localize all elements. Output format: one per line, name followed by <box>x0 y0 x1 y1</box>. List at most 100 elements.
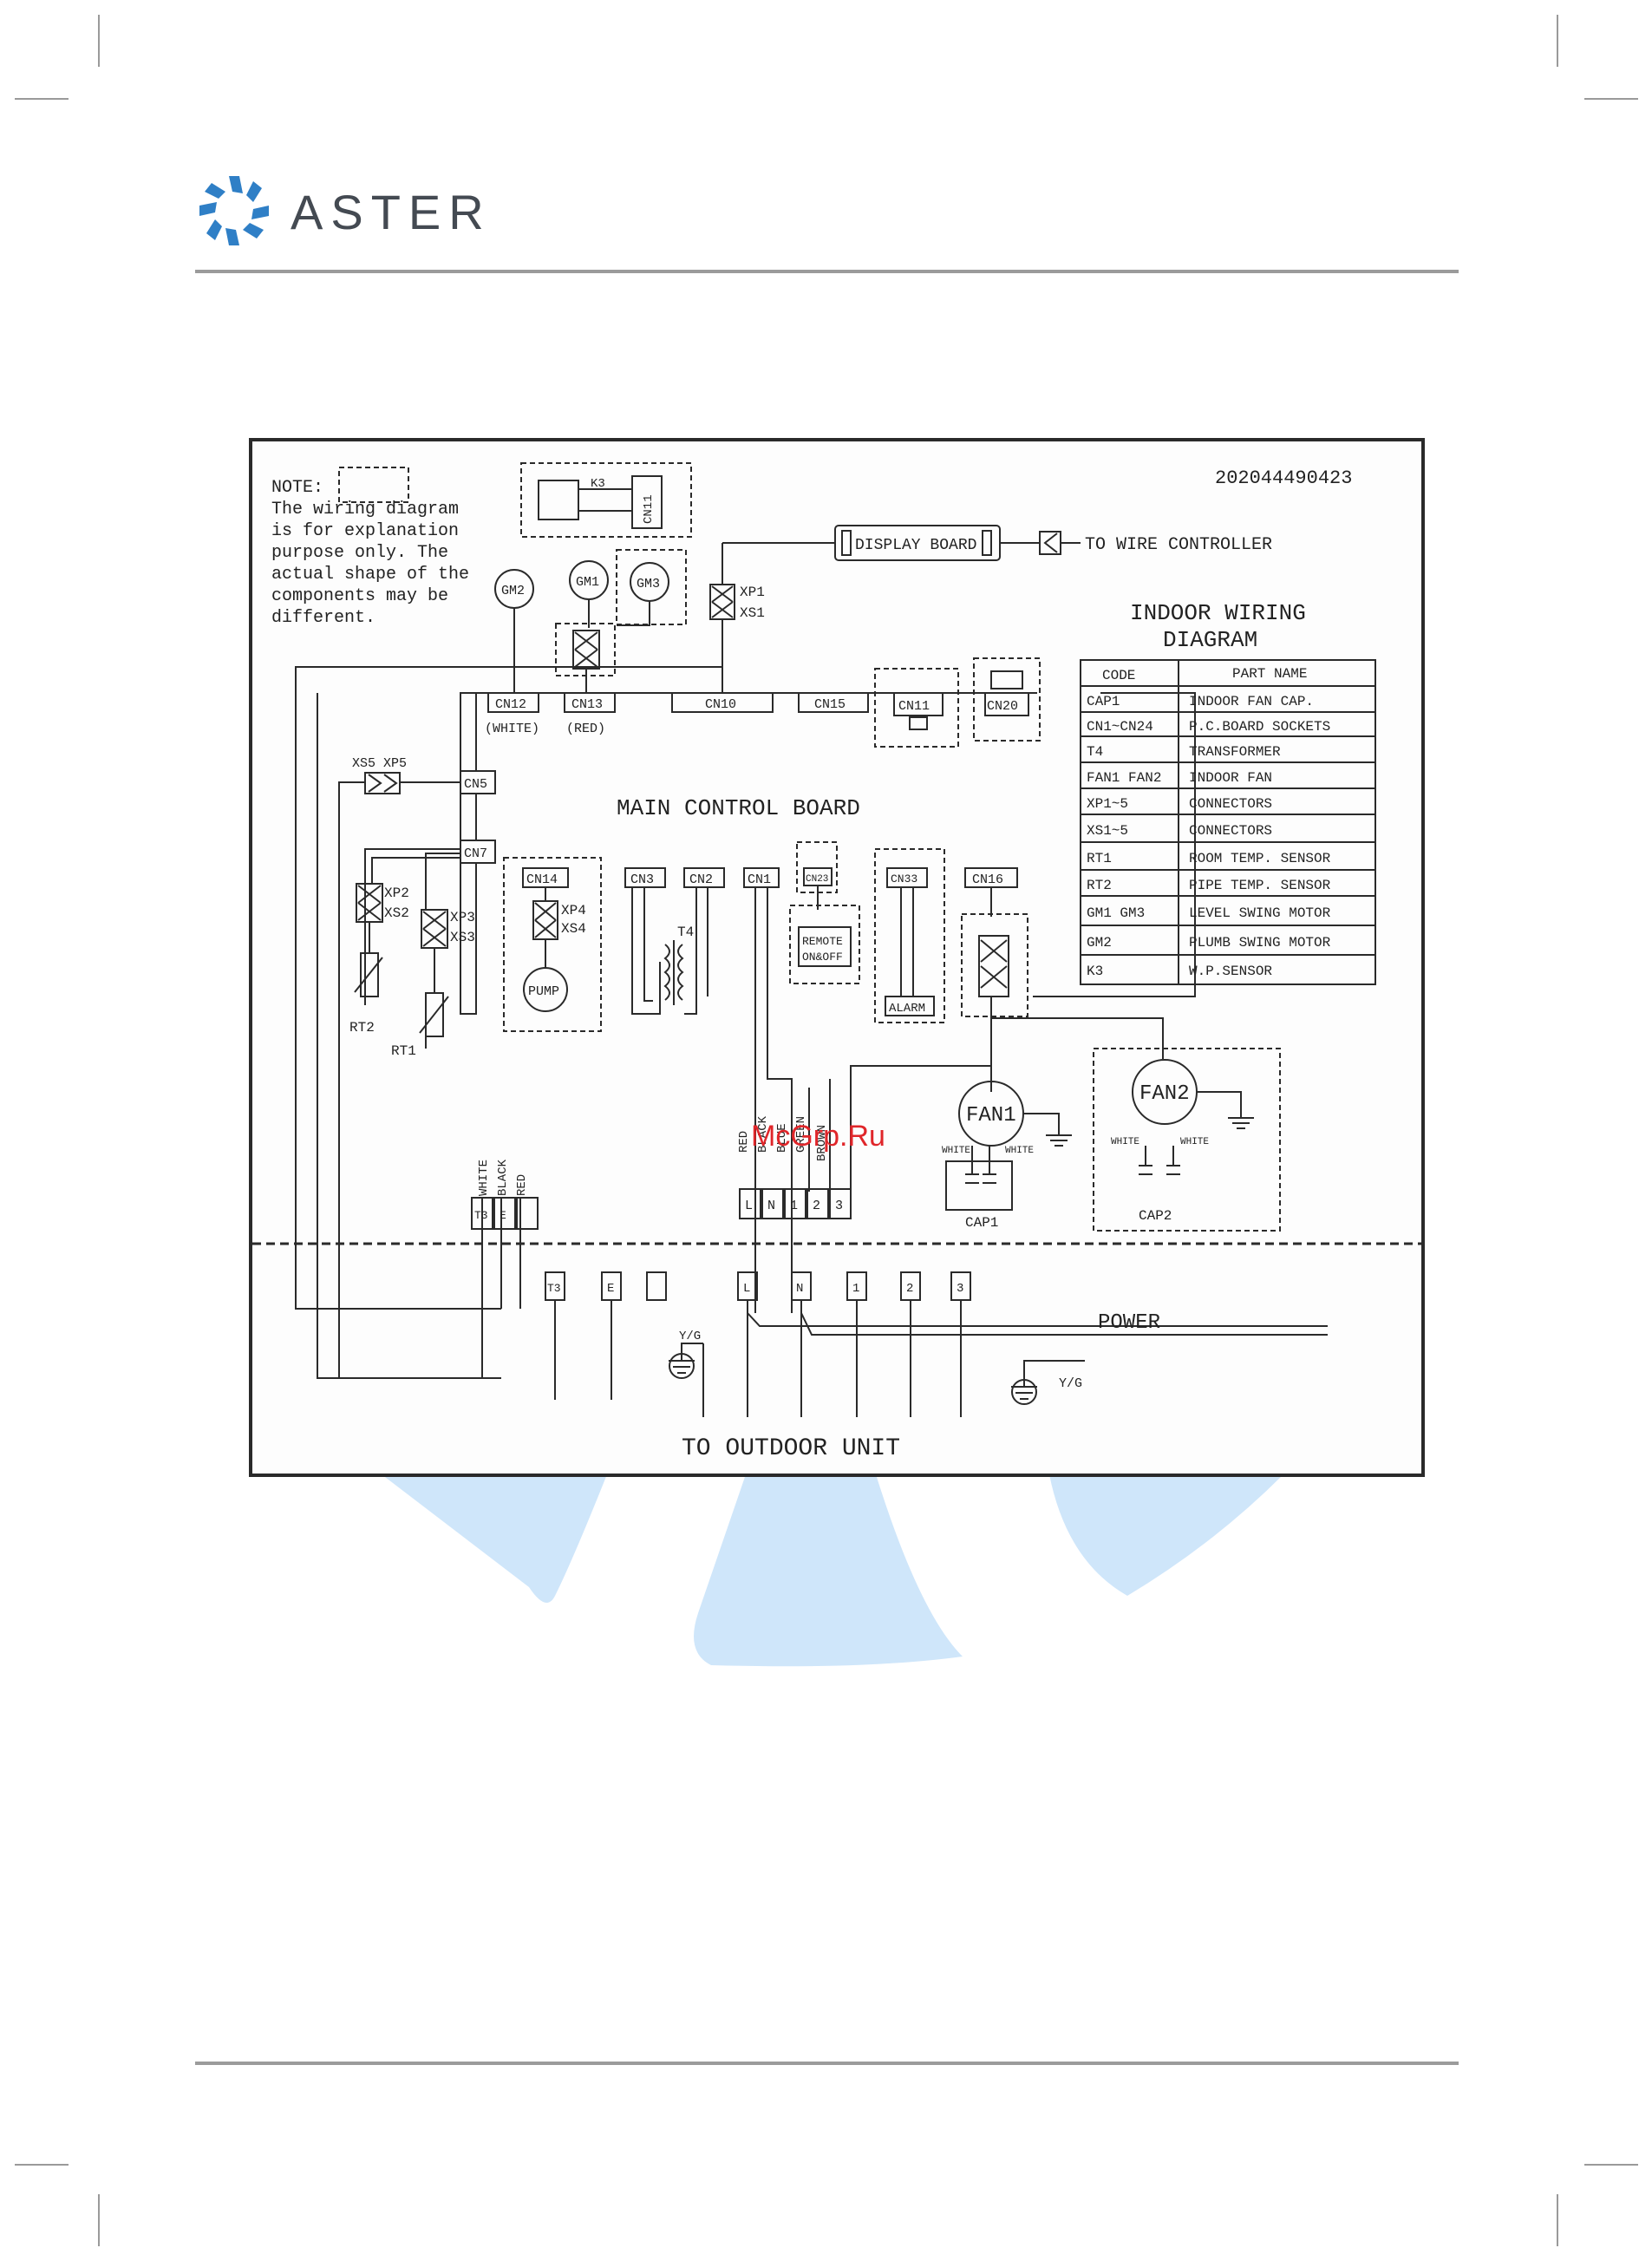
cn10-label: CN10 <box>705 697 736 712</box>
term-right: 3 <box>835 1199 843 1213</box>
wire-label-right: BROWN <box>815 1125 829 1161</box>
wire-label-left: RED <box>515 1174 529 1196</box>
note-block: NOTE: The wiring diagram is for explanat… <box>271 478 469 628</box>
xp3-label: XP3 <box>450 910 475 925</box>
table-cell-code: XP1~5 <box>1087 796 1128 812</box>
note-line: components may be <box>271 586 448 606</box>
fan2-white-left: WHITE <box>1111 1137 1139 1147</box>
term-left: E <box>500 1209 506 1222</box>
remote-label-1: REMOTE <box>802 935 843 948</box>
wire-label-right: RED <box>737 1131 751 1153</box>
table-cell-code: FAN1 FAN2 <box>1087 770 1161 786</box>
table-cell-part: INDOOR FAN CAP. <box>1189 694 1314 709</box>
note-line: purpose only. The <box>271 543 448 563</box>
parts-table: CODE PART NAME CAP1 INDOOR FAN CAP. CN1~… <box>1080 659 1376 985</box>
table-cell-part: INDOOR FAN <box>1189 770 1272 786</box>
xs2-label: XS2 <box>384 905 409 921</box>
cn23-label: CN23 <box>806 874 828 885</box>
note-line: The wiring diagram <box>271 500 459 520</box>
cn5-label: CN5 <box>464 777 487 792</box>
table-header-part: PART NAME <box>1232 666 1307 682</box>
cn11-top-label: CN11 <box>642 494 656 524</box>
header-rule <box>195 270 1459 273</box>
fan1-white-left: WHITE <box>942 1146 970 1156</box>
aster-logo-icon <box>199 176 269 245</box>
wire-label-left: WHITE <box>477 1160 491 1196</box>
table-cell-code: CAP1 <box>1087 694 1120 709</box>
cn20-label: CN20 <box>987 699 1018 714</box>
table-cell-code: RT1 <box>1087 851 1112 866</box>
cn7-label: CN7 <box>464 846 487 861</box>
note-line: actual shape of the <box>271 565 469 585</box>
white-paren-label: (WHITE) <box>485 722 539 736</box>
crop-mark <box>1584 98 1638 100</box>
table-cell-code: T4 <box>1087 744 1103 760</box>
xs5xp5-label: XS5 XP5 <box>352 756 407 771</box>
cn1-label: CN1 <box>748 872 771 887</box>
main-control-board-label: MAIN CONTROL BOARD <box>617 795 860 821</box>
k3-label: K3 <box>591 477 605 491</box>
fan1-white-right: WHITE <box>1005 1146 1034 1156</box>
crop-mark <box>15 2164 69 2166</box>
table-cell-code: K3 <box>1087 964 1103 979</box>
crop-mark <box>98 2194 100 2246</box>
note-line: different. <box>271 608 375 628</box>
red-paren-label: (RED) <box>566 722 605 736</box>
term-bottom: 3 <box>957 1282 963 1296</box>
alarm-label: ALARM <box>889 1002 925 1016</box>
cn15-label: CN15 <box>814 697 846 712</box>
crop-mark <box>98 15 100 67</box>
crop-mark <box>15 98 69 100</box>
xs1-label: XS1 <box>740 605 765 621</box>
cn3-label: CN3 <box>630 872 654 887</box>
to-outdoor-unit: TO OUTDOOR UNIT <box>682 1435 900 1462</box>
wiring-diagram: 202044490423 NOTE: The wiring diagram is… <box>249 438 1425 1477</box>
term-bottom: T3 <box>547 1282 561 1295</box>
crop-mark <box>1557 15 1558 67</box>
cn14-label: CN14 <box>526 872 558 887</box>
diagram-title-2: DIAGRAM <box>1163 627 1257 653</box>
cn2-label: CN2 <box>689 872 713 887</box>
table-cell-part: P.C.BOARD SOCKETS <box>1189 719 1330 735</box>
remote-label-2: ON&OFF <box>802 951 843 964</box>
gm2-label: GM2 <box>501 584 525 598</box>
term-bottom: 1 <box>852 1282 859 1296</box>
cn13-label: CN13 <box>571 697 603 712</box>
cn16-label: CN16 <box>972 872 1003 887</box>
term-bottom: L <box>743 1282 750 1296</box>
table-cell-part: W.P.SENSOR <box>1189 964 1272 979</box>
term-right: 1 <box>790 1199 798 1213</box>
xs4-label: XS4 <box>561 921 586 937</box>
cap1-label: CAP1 <box>965 1215 998 1231</box>
table-cell-part: TRANSFORMER <box>1189 744 1281 760</box>
gm3-label: GM3 <box>637 577 660 591</box>
crop-mark <box>1584 2164 1638 2166</box>
rt2-label: RT2 <box>349 1020 375 1036</box>
brand-name: ASTER <box>291 185 492 239</box>
term-right: N <box>767 1199 775 1213</box>
rt1-label: RT1 <box>391 1043 416 1059</box>
doc-number: 202044490423 <box>1215 467 1352 489</box>
display-board-label: DISPLAY BOARD <box>855 537 976 554</box>
yg-label-2: Y/G <box>1059 1376 1082 1391</box>
xp4-label: XP4 <box>561 903 586 918</box>
term-right: 2 <box>813 1199 820 1213</box>
wire-label-right: BLUE <box>775 1123 789 1153</box>
wire-label-left: BLACK <box>496 1159 510 1196</box>
cn11-label: CN11 <box>898 699 930 714</box>
note-title: NOTE: <box>271 478 323 498</box>
term-bottom: 2 <box>906 1282 913 1296</box>
term-right: L <box>745 1199 753 1213</box>
cap2-label: CAP2 <box>1139 1208 1172 1224</box>
table-cell-part: LEVEL SWING MOTOR <box>1189 905 1331 921</box>
table-cell-part: CONNECTORS <box>1189 796 1272 812</box>
wiring-diagram-svg: 202044490423 NOTE: The wiring diagram is… <box>252 462 1421 1462</box>
table-cell-code: RT2 <box>1087 878 1112 893</box>
table-cell-part: PIPE TEMP. SENSOR <box>1189 878 1331 893</box>
crop-mark <box>1557 2194 1558 2246</box>
xp1-label: XP1 <box>740 585 765 600</box>
table-cell-part: ROOM TEMP. SENSOR <box>1189 851 1331 866</box>
pump-label: PUMP <box>528 984 559 999</box>
gm1-label: GM1 <box>576 575 599 590</box>
